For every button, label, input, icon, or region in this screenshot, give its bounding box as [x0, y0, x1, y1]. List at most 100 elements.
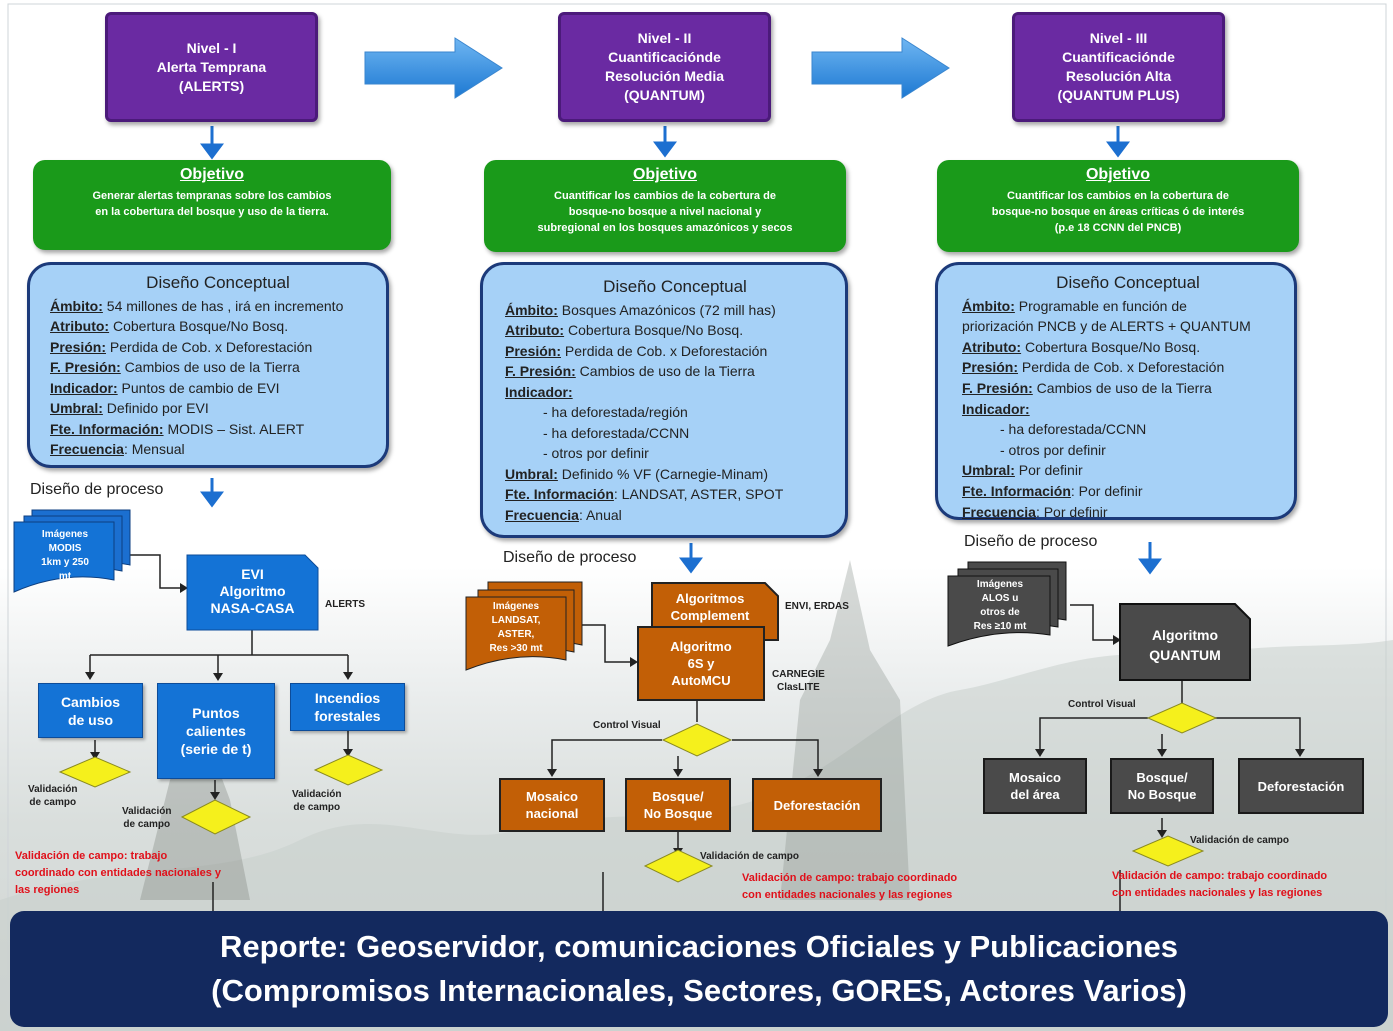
design-row: Ámbito: Programable en función de [962, 296, 1294, 317]
design-conceptual-box-3: Diseño Conceptual Ámbito: Programable en… [935, 262, 1297, 520]
evi-doc-shape [186, 554, 319, 631]
design-row: Presión: Perdida de Cob. x Deforestación [50, 337, 386, 358]
footer-line-2: (Compromisos Internacionales, Sectores, … [211, 973, 1187, 1008]
process-label-3: Diseño de proceso [964, 533, 1098, 550]
design-row-key: Frecuencia [50, 441, 124, 457]
process-label-1: Diseño de proceso [30, 481, 164, 498]
field-validation-note-2: Validación de campo: trabajo coordinado … [742, 872, 958, 901]
design-row: Fte. Información: MODIS – Sist. ALERT [50, 419, 386, 440]
design-row: Umbral: Definido por EVI [50, 398, 386, 419]
design-row-value: Cambios de uso de la Tierra [1032, 379, 1212, 396]
design-row: - otros por definir [962, 440, 1294, 461]
design-row-key: Frecuencia [962, 503, 1036, 520]
design-row-value: Bosques Amazónicos (72 mill has) [557, 301, 776, 318]
objective-text: Cuantificar los cambios de la cobertura … [537, 190, 793, 234]
design-row: Indicador: Puntos de cambio de EVI [50, 378, 386, 399]
design-row: F. Presión: Cambios de uso de la Tierra [505, 361, 845, 382]
level-2-box: Nivel - II Cuantificaciónde Resolución M… [558, 12, 771, 122]
design-row: Umbral: Definido % VF (Carnegie-Minam) [505, 464, 845, 485]
design-row: priorización PNCB y de ALERTS + QUANTUM [962, 316, 1294, 337]
design-row-value: Perdida de Cob. x Deforestación [106, 338, 313, 355]
design-row-value: : Por definir [1070, 482, 1143, 499]
design-row-value: - ha deforestada/CCNN [543, 424, 690, 441]
field-validation-note-3: Validación de campo: trabajo coordinado … [1112, 870, 1328, 899]
design-row-value: Cobertura Bosque/No Bosq. [109, 318, 289, 334]
design-row: Indicador: [505, 382, 845, 403]
design-row-key: Atributo: [505, 322, 565, 338]
design-row-value: - otros por definir [543, 445, 649, 461]
control-visual-label: Control Visual [1068, 699, 1136, 710]
objective-title: Objetivo [632, 166, 697, 183]
design-row: F. Presión: Cambios de uso de la Tierra [50, 357, 386, 378]
design-rows-2: Ámbito: Bosques Amazónicos (72 mill has)… [505, 300, 845, 526]
design-row-value: Definido % VF (Carnegie-Minam) [557, 465, 768, 482]
output-mosaico-del-area: Mosaico del área [983, 758, 1087, 814]
output-cambios-de-uso: Cambios de uso [38, 683, 143, 738]
decision-diamond [313, 754, 384, 786]
design-row-key: Umbral: [962, 462, 1015, 479]
design-row: Fte. Información: Por definir [962, 481, 1294, 502]
validacion-label: Validación de campo [122, 806, 172, 830]
decision-diamond [58, 756, 132, 788]
design-row-key: Ámbito: [962, 297, 1015, 314]
design-row-value: - ha deforestada/CCNN [1000, 421, 1147, 438]
algorithm-complement-label: Algoritmos Complement [670, 591, 750, 623]
design-row-key: Presión: [962, 359, 1019, 376]
algorithm-6s-automcu: Algoritmo 6S y AutoMCU [637, 626, 765, 701]
design-row-key: Fte. Información: [50, 420, 164, 437]
decision-diamond [661, 723, 733, 757]
design-title: Diseño Conceptual [146, 273, 290, 292]
design-row-value: Cambios de uso de la Tierra [575, 363, 755, 379]
output-mosaico-nacional: Mosaico nacional [499, 778, 605, 832]
footer-line-1: Reporte: Geoservidor, comunicaciones Ofi… [220, 929, 1178, 964]
process-label-2: Diseño de proceso [503, 549, 637, 566]
alerts-label: ALERTS [325, 599, 365, 610]
landsat-images-label: Imágenes LANDSAT, ASTER, Res >30 mt [489, 601, 543, 654]
design-row-key: Ámbito: [50, 297, 103, 314]
design-row: Atributo: Cobertura Bosque/No Bosq. [50, 316, 386, 337]
decision-diamond [1131, 835, 1205, 867]
design-row-key: Atributo: [50, 318, 110, 334]
validacion-label: Validación de campo [700, 851, 799, 862]
design-row: - ha deforestada/CCNN [505, 423, 845, 444]
design-row: Ámbito: Bosques Amazónicos (72 mill has) [505, 300, 845, 321]
design-row-key: F. Presión: [50, 359, 121, 375]
image-stack-alos [947, 561, 1067, 647]
design-row-value: : Por definir [1035, 503, 1108, 520]
design-row-value: Cobertura Bosque/No Bosq. [1021, 338, 1201, 355]
design-row: Frecuencia: Anual [505, 505, 845, 526]
design-row-value: priorización PNCB y de ALERTS + QUANTUM [962, 318, 1251, 335]
output-puntos-calientes: Puntos calientes (serie de t) [157, 683, 275, 779]
level-3-text: Nivel - III Cuantificaciónde Resolución … [1057, 30, 1180, 103]
level-1-text: Nivel - I Alerta Temprana (ALERTS) [156, 39, 267, 94]
quantum-algorithm-label: Algoritmo QUANTUM [1149, 627, 1221, 663]
design-row-key: Umbral: [50, 400, 103, 416]
design-row: Frecuencia: Por definir [962, 502, 1294, 523]
design-row: Frecuencia: Mensual [50, 439, 386, 460]
design-conceptual-box-2: Diseño Conceptual Ámbito: Bosques Amazón… [480, 262, 848, 538]
design-row: Atributo: Cobertura Bosque/No Bosq. [962, 337, 1294, 358]
output-bosque-no-bosque: Bosque/ No Bosque [625, 778, 731, 832]
design-row-value: Programable en función de [1014, 297, 1187, 314]
design-row: - ha deforestada/CCNN [962, 419, 1294, 440]
design-row-key: Umbral: [505, 465, 558, 482]
image-stack-modis [13, 509, 131, 593]
design-row-value: - ha deforestada/región [543, 404, 688, 420]
design-row-value: Definido por EVI [102, 400, 209, 416]
design-row: Fte. Información: LANDSAT, ASTER, SPOT [505, 484, 845, 505]
modis-images-label: Imágenes MODIS 1km y 250 mt [41, 529, 89, 582]
design-row-key: F. Presión: [505, 363, 576, 379]
design-row: Ámbito: 54 millones de has , irá en incr… [50, 296, 386, 317]
output-incendios-forestales: Incendios forestales [290, 683, 405, 731]
design-row: F. Presión: Cambios de uso de la Tierra [962, 378, 1294, 399]
output-deforestacion: Deforestación [752, 778, 882, 832]
flow-arrow-1 [364, 37, 503, 99]
output-deforestacion: Deforestación [1238, 758, 1364, 814]
control-visual-label: Control Visual [593, 720, 661, 731]
design-title: Diseño Conceptual [603, 277, 747, 296]
design-row-key: Presión: [50, 338, 107, 355]
decision-diamond [180, 799, 252, 835]
objective-text: Generar alertas tempranas sobre los camb… [92, 190, 332, 218]
validacion-label: Validación de campo [28, 784, 78, 808]
